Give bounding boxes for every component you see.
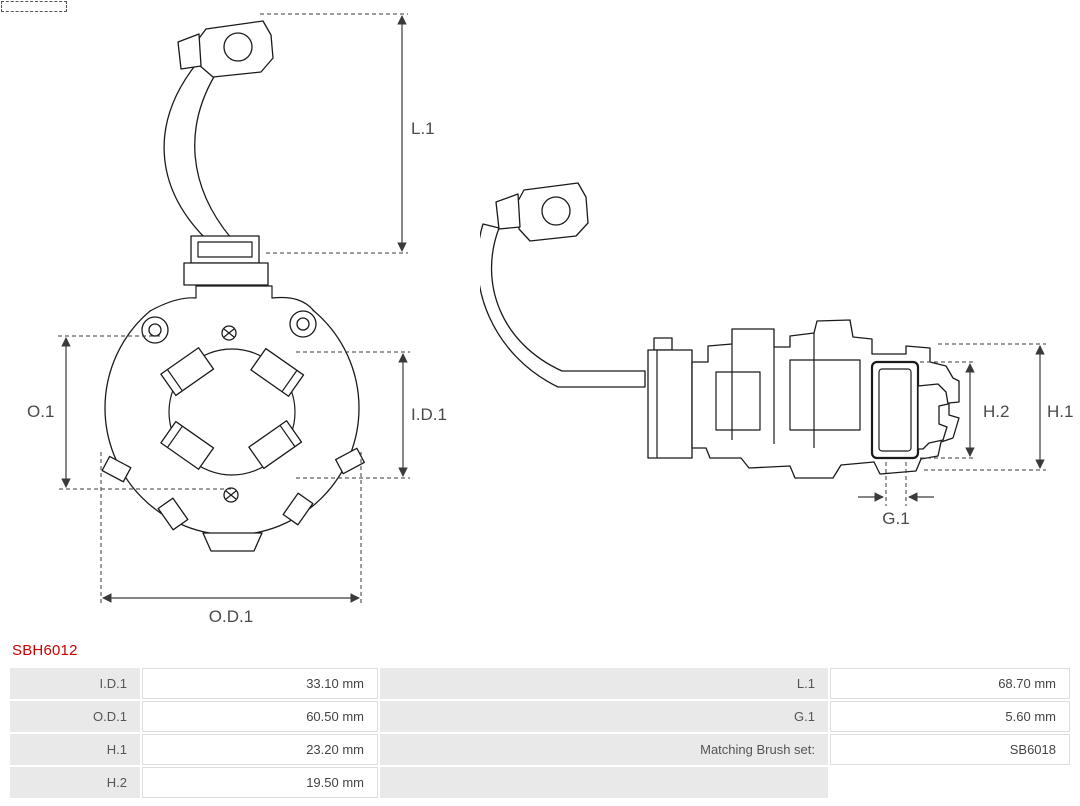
- spec-value-h2: 19.50 mm: [142, 767, 378, 798]
- brush-box: [160, 347, 215, 397]
- dimension-g1: G.1: [858, 462, 934, 528]
- dimension-l1: L.1: [260, 13, 435, 254]
- spec-value-l1: 68.70 mm: [830, 668, 1070, 699]
- dimension-od1: O.D.1: [100, 452, 362, 626]
- spec-label-h1: H.1: [10, 734, 140, 765]
- spec-table: I.D.1 33.10 mm L.1 68.70 mm O.D.1 60.50 …: [10, 668, 1070, 798]
- brush-element: [870, 360, 920, 460]
- spec-value-h1: 23.20 mm: [142, 734, 378, 765]
- dim-label-o1: O.1: [27, 402, 54, 421]
- dim-label-g1: G.1: [882, 509, 909, 528]
- dim-label-od1: O.D.1: [209, 607, 253, 626]
- brush-box: [248, 420, 303, 470]
- brush-holder-front-view-drawing: L.1 O.1 I.D.1 O.D.1: [27, 13, 447, 626]
- spec-label-matching-brush-set: Matching Brush set:: [380, 734, 828, 765]
- dimension-id1: I.D.1: [296, 351, 447, 479]
- corner-artifact-box: [1, 1, 67, 12]
- spec-label-h2: H.2: [10, 767, 140, 798]
- part-number-title: SBH6012: [12, 642, 78, 659]
- brush-holder-side-view-drawing: H.2 H.1 G.1: [480, 182, 1073, 528]
- spec-value-id1: 33.10 mm: [142, 668, 378, 699]
- spec-label-g1: G.1: [380, 701, 828, 732]
- spec-label-l1: L.1: [380, 668, 828, 699]
- lead-wire: [480, 223, 646, 388]
- lead-wire: [163, 62, 232, 239]
- spec-value-matching-brush-set: SB6018: [830, 734, 1070, 765]
- side-view-part: [480, 182, 960, 479]
- dimension-h1: H.1: [924, 343, 1073, 471]
- terminal-lug: [495, 182, 589, 242]
- dim-label-l1: L.1: [411, 119, 435, 138]
- brush-box: [250, 347, 305, 397]
- dimension-h2: H.2: [920, 361, 1009, 459]
- spec-value-od1: 60.50 mm: [142, 701, 378, 732]
- spec-label-id1: I.D.1: [10, 668, 140, 699]
- spec-label-od1: O.D.1: [10, 701, 140, 732]
- spec-label-empty: [380, 767, 828, 798]
- dim-label-id1: I.D.1: [411, 405, 447, 424]
- brush-box: [160, 420, 215, 470]
- dim-label-h1: H.1: [1047, 402, 1073, 421]
- spec-value-empty: [830, 767, 1070, 798]
- dimension-o1: O.1: [27, 335, 231, 490]
- spec-value-g1: 5.60 mm: [830, 701, 1070, 732]
- dim-label-h2: H.2: [983, 402, 1009, 421]
- mounting-eyelets: [141, 310, 317, 344]
- front-view-part: [100, 20, 366, 552]
- terminal-lug: [177, 20, 274, 78]
